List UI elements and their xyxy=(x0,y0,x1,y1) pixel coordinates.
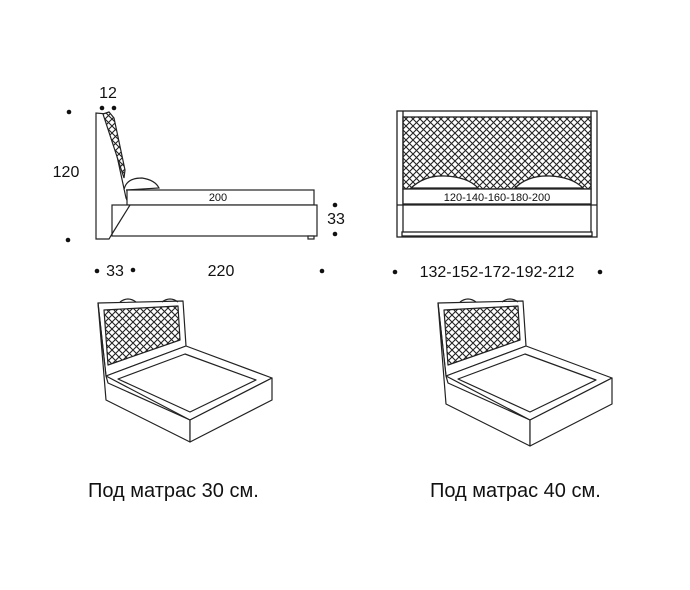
caption-40cm: Под матрас 40 см. xyxy=(430,480,601,502)
bed-perspective-40cm xyxy=(437,298,613,447)
side-base xyxy=(111,204,318,237)
front-pillow-left xyxy=(409,175,480,189)
side-pillow xyxy=(123,177,160,191)
side-view xyxy=(95,111,318,240)
side-mattress-length: 200 xyxy=(209,192,227,204)
total-length-label: 220 xyxy=(208,263,235,280)
front-pillow-right xyxy=(513,175,585,189)
dimension-dots xyxy=(65,105,603,275)
headboard-depth-label: 33 xyxy=(106,263,124,280)
caption-30cm: Под матрас 30 см. xyxy=(88,480,259,502)
height-label: 120 xyxy=(53,164,80,181)
side-headboard-lattice xyxy=(102,111,126,179)
front-total-widths: 132-152-172-192-212 xyxy=(420,264,575,281)
front-view xyxy=(396,110,598,238)
base-height-label: 33 xyxy=(327,211,345,228)
front-mattress-widths: 120-140-160-180-200 xyxy=(444,192,550,204)
bed-perspective-30cm xyxy=(97,298,273,443)
headboard-thickness-label: 12 xyxy=(99,85,117,102)
